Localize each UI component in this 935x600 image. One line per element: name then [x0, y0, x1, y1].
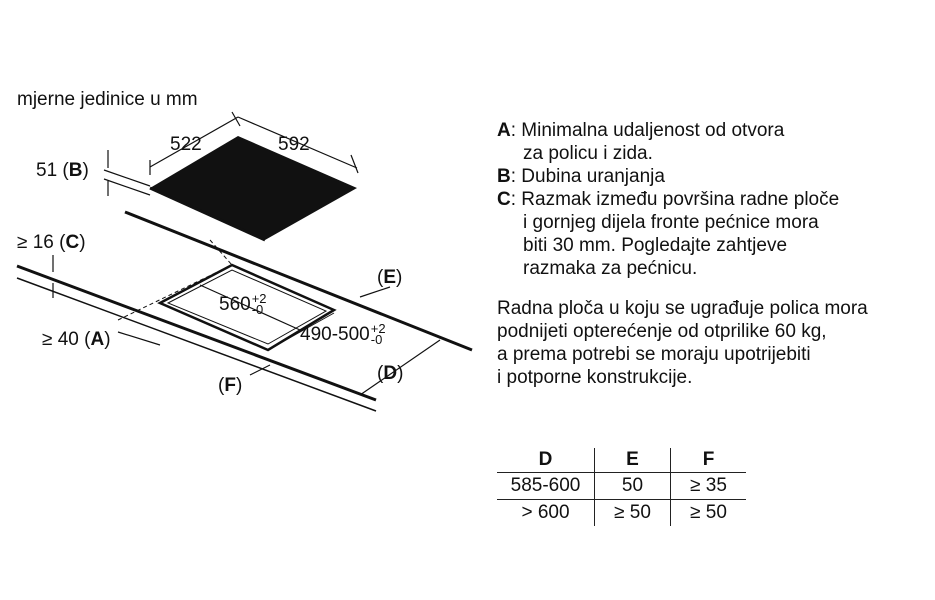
label-c: C: [65, 232, 80, 253]
d-dimension-line: [359, 339, 441, 396]
depth-dimension-line: [237, 116, 358, 169]
height-dimension-bottom: [103, 178, 151, 196]
legend-b-line1: : Dubina uranjanja: [510, 166, 665, 187]
label-e: E: [383, 267, 397, 288]
projection-dashed-line: [117, 264, 233, 321]
worktop-back-edge: [124, 210, 473, 352]
cut-width-dimension: [199, 284, 301, 331]
legend-c-line4: razmaka za pećnicu.: [523, 258, 698, 279]
note-line4: i potporne konstrukcije.: [497, 367, 693, 388]
legend-b: B: Dubina uranjanja: [497, 165, 927, 188]
table-header-d: D: [497, 448, 595, 473]
label-d-group: (D): [377, 363, 404, 384]
width-tick-right: [231, 111, 241, 127]
f-pointer: [249, 364, 271, 376]
height-dimension-top: [103, 169, 151, 187]
cutout-inner: [166, 269, 328, 345]
table-header-row: D E F: [497, 448, 746, 473]
units-label: mjerne jedinice u mm: [17, 89, 198, 110]
e-pointer: [359, 286, 391, 298]
cut-width-tol-down: -0: [251, 302, 264, 317]
legend-c-line2: i gornjeg dijela fronte pećnice mora: [523, 212, 819, 233]
min-c-value: ≥ 16: [17, 232, 54, 253]
legend-c-key: C: [497, 189, 511, 210]
table-row: > 600 ≥ 50 ≥ 50: [497, 499, 746, 526]
legend-a-key: A: [497, 120, 511, 141]
dim-depth-label: 592: [278, 134, 310, 155]
table-cell: 585-600: [510, 475, 581, 496]
table-header-e: E: [594, 448, 671, 473]
cut-depth-tol-up: +2: [370, 321, 386, 336]
dim-height-label: 51 (B): [36, 160, 89, 181]
min-a-value: ≥ 40: [42, 329, 79, 350]
table-header-f: F: [670, 448, 746, 473]
cooktop-top: [150, 136, 357, 240]
width-dimension-line: [149, 116, 239, 168]
legend-c: C: Razmak između površina radne ploče: [497, 188, 927, 211]
table-cell: ≥ 35: [670, 472, 746, 500]
table-cell: ≥ 50: [670, 499, 746, 526]
dim-height-value: 51: [36, 160, 58, 181]
legend-a-line2: za policu i zida.: [523, 143, 653, 164]
cut-depth-dimension: [267, 312, 335, 351]
legend-c-line1: : Razmak između površina radne ploče: [510, 189, 840, 210]
label-f: F: [224, 375, 236, 396]
cut-depth-value: 490-500: [300, 324, 370, 345]
a-dimension-line: [117, 331, 161, 346]
table-cell: > 600: [521, 502, 570, 523]
cut-width-tol-up: +2: [251, 291, 267, 306]
label-e-group: (E): [377, 267, 403, 288]
legend-c-line3: biti 30 mm. Pogledajte zahtjeve: [523, 235, 788, 256]
table-row: 585-600 50 ≥ 35: [497, 472, 746, 500]
dim-width-label: 522: [170, 134, 202, 155]
note-line1: Radna ploča u koju se ugrađuje polica mo…: [497, 298, 868, 319]
note-line2: podnijeti opterećenje od otprilike 60 kg…: [497, 321, 827, 342]
legend-b-key: B: [497, 166, 511, 187]
label-f-group: (F): [218, 375, 243, 396]
worktop-front-edge-top: [16, 264, 377, 402]
load-note: Radna ploča u koju se ugrađuje polica mo…: [497, 297, 927, 389]
note-line3: a prema potrebi se moraju upotrijebiti: [497, 344, 811, 365]
depth-tick-right: [350, 154, 359, 174]
label-b: B: [68, 160, 83, 181]
dimension-table: D E F 585-600 50 ≥ 35 > 600 ≥ 50 ≥ 50: [497, 448, 746, 526]
cut-depth-tol-down: -0: [370, 332, 383, 347]
cooktop-edge-front: [149, 186, 266, 242]
table-cell: 50: [594, 472, 671, 500]
projection-dashed-line-2: [209, 239, 233, 266]
worktop-front-edge-bottom: [16, 277, 377, 412]
label-d: D: [383, 363, 398, 384]
legend-block: A: Minimalna udaljenost od otvora za pol…: [497, 119, 927, 280]
legend-a: A: Minimalna udaljenost od otvora: [497, 119, 927, 142]
cut-width-value: 560: [219, 294, 251, 315]
min-a-label: ≥ 40 (A): [42, 329, 111, 350]
cut-depth-label: 490-500+2-0: [300, 321, 386, 347]
label-a: A: [90, 329, 105, 350]
table-cell: ≥ 50: [594, 499, 671, 526]
legend-a-line1: : Minimalna udaljenost od otvora: [510, 120, 785, 141]
cut-width-label: 560+2-0: [219, 291, 267, 317]
min-c-label: ≥ 16 (C): [17, 232, 86, 253]
